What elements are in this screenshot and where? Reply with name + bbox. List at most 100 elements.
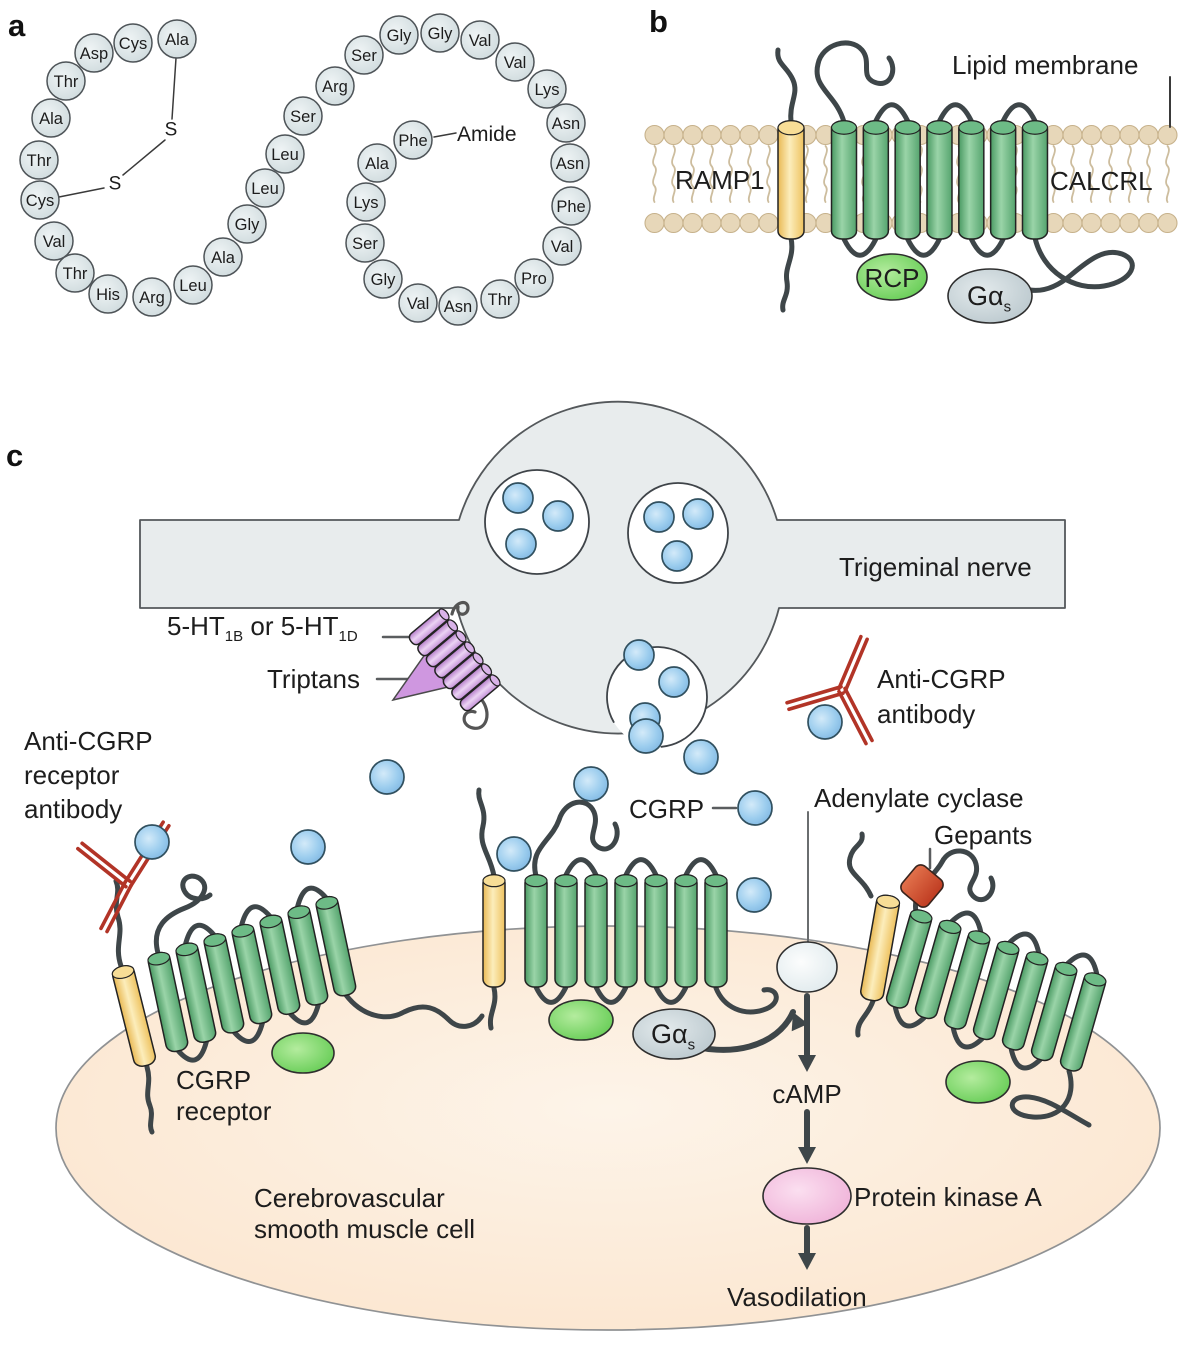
protein-kinase-a-label: Protein kinase A: [854, 1182, 1042, 1212]
ramp1-label: RAMP1: [675, 165, 765, 195]
cgrp-label: CGRP: [629, 794, 705, 824]
helix-cylinder: [894, 120, 921, 240]
helix-cylinder: [417, 619, 459, 657]
helix-cylinder: [287, 905, 329, 1006]
helix-cylinder: [926, 120, 953, 240]
svg-text:Pro: Pro: [521, 270, 547, 288]
residue-asn: Asn: [438, 286, 478, 326]
camp-label: cAMP: [772, 1079, 842, 1109]
helix-cylinder: [554, 874, 578, 988]
residue-arg: Arg: [132, 277, 172, 317]
amide-label: Amide: [457, 123, 517, 146]
svg-text:Asn: Asn: [444, 298, 472, 316]
g-alpha-sub-text-c: s: [687, 1036, 696, 1054]
residue-val: Val: [495, 42, 535, 82]
5ht-mid: or 5-HT: [243, 611, 339, 641]
helix-cylinder: [259, 914, 301, 1016]
panel-c-pathway: [55, 400, 1161, 1331]
svg-text:Leu: Leu: [179, 277, 207, 295]
residue-arg: Arg: [315, 66, 355, 106]
cgrp-molecule: [736, 877, 772, 913]
svg-text:Gly: Gly: [235, 216, 261, 234]
svg-text:Ser: Ser: [351, 47, 377, 65]
helix-cylinder: [914, 919, 962, 1020]
residue-val: Val: [460, 20, 500, 60]
residue-ala: Ala: [203, 237, 243, 277]
cgrp-molecule: [573, 766, 609, 802]
signaling-cascade: [762, 811, 852, 1270]
residue-cys: Cys: [113, 23, 153, 63]
calcrl-label: CALCRL: [1050, 166, 1153, 196]
cgrp-molecule: [502, 482, 534, 514]
g-alpha-sub-text: s: [1003, 298, 1012, 316]
residue-gly: Gly: [420, 13, 460, 53]
cgrp-molecule: [369, 759, 405, 795]
helix-cylinder: [777, 120, 805, 240]
synaptic-vesicles: [484, 469, 729, 748]
residue-phe: Phe: [551, 186, 591, 226]
panel-b-receptor-membrane: [644, 40, 1178, 324]
helix-cylinder: [408, 608, 450, 646]
residue-lys: Lys: [346, 182, 386, 222]
svg-text:Arg: Arg: [139, 289, 165, 307]
g-alpha-text: Gα: [966, 281, 1004, 312]
cgrp-molecule: [658, 666, 690, 698]
cgrp-molecule: [682, 498, 714, 530]
svg-text:Asn: Asn: [552, 115, 580, 133]
rcp-protein: [856, 253, 928, 301]
helix-cylinder: [147, 951, 189, 1053]
helix-cylinder: [943, 930, 991, 1030]
cell-line1: Cerebrovascular: [254, 1183, 445, 1213]
residue-his: His: [88, 274, 128, 314]
svg-text:S: S: [109, 174, 122, 195]
adenylate-cyclase-label: Adenylate cyclase: [814, 783, 1024, 813]
cgrp-molecule: [737, 790, 773, 826]
gepant-molecule: [900, 864, 944, 908]
svg-text:Ala: Ala: [365, 155, 390, 173]
cgrp-receptor-line2: receptor: [176, 1096, 272, 1126]
residue-ser: Ser: [345, 223, 385, 263]
svg-text:Thr: Thr: [63, 265, 88, 283]
cgrp-molecule: [134, 824, 170, 860]
residue-leu: Leu: [265, 134, 305, 174]
helix-cylinder: [451, 663, 493, 701]
residue-asn: Asn: [546, 103, 586, 143]
cgrp-molecule: [683, 739, 719, 775]
svg-text:Ser: Ser: [290, 108, 316, 126]
cgrp-molecule: [496, 836, 532, 872]
helix-cylinder: [885, 909, 933, 1009]
residue-val: Val: [34, 221, 74, 261]
5ht-pre: 5-HT: [167, 611, 225, 641]
residue-leu: Leu: [245, 168, 285, 208]
g-alpha-s-protein: [947, 268, 1033, 324]
aca-line2: antibody: [877, 699, 976, 729]
adenylate-cyclase-enzyme: [776, 941, 838, 993]
helix-cylinder: [111, 965, 157, 1067]
5ht-sub1: 1B: [224, 628, 244, 646]
residue-thr: Thr: [46, 61, 86, 101]
helix-cylinder: [1001, 951, 1049, 1051]
residue-ala: Ala: [157, 19, 197, 59]
panel-a-label: a: [8, 8, 26, 43]
rcp-protein: [945, 1060, 1011, 1104]
cgrp-molecule: [643, 501, 675, 533]
residue-ser: Ser: [283, 96, 323, 136]
svg-text:Val: Val: [469, 32, 492, 50]
g-alpha-s-label-b: Gαs: [967, 279, 1011, 317]
svg-text:Val: Val: [504, 54, 527, 72]
cgrp-receptor-line1: CGRP: [176, 1065, 252, 1095]
residue-ala: Ala: [31, 98, 71, 138]
gepants-label: Gepants: [934, 820, 1033, 850]
svg-text:Ala: Ala: [211, 249, 236, 267]
svg-text:His: His: [96, 286, 120, 304]
helix-cylinder: [425, 630, 467, 668]
residue-ala: Ala: [357, 143, 397, 183]
cgrp-molecule: [661, 540, 693, 572]
svg-text:Arg: Arg: [322, 78, 348, 96]
svg-text:S: S: [165, 120, 178, 141]
residue-gly: Gly: [363, 259, 403, 299]
helix-cylinder: [860, 894, 901, 1002]
residue-leu: Leu: [173, 265, 213, 305]
helix-cylinder: [442, 652, 484, 690]
